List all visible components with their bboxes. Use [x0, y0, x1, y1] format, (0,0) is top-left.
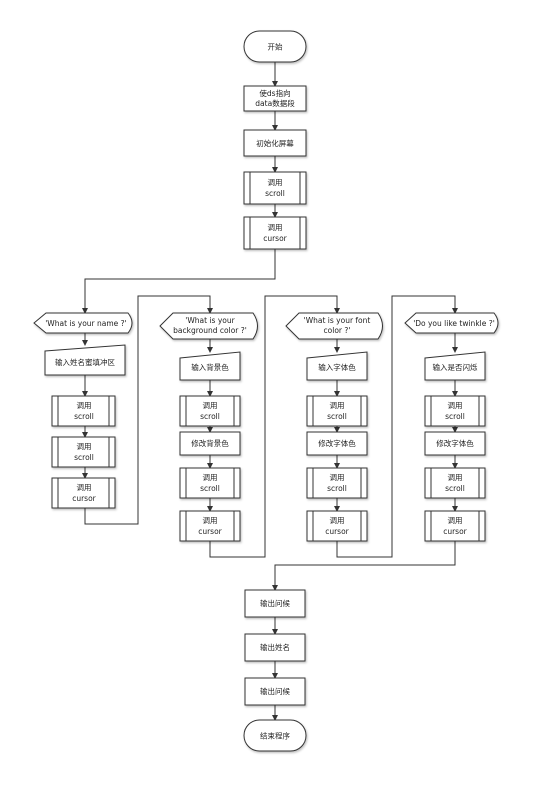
init-scroll-line1: 调用 — [268, 178, 283, 187]
edge-branch2-to-branch3 — [209, 295, 340, 558]
output-greeting2-label: 输出问候 — [260, 686, 290, 696]
output-greeting2-process: 输出问候 — [244, 677, 306, 706]
branch1-cursor-line2: cursor — [72, 494, 96, 503]
branch2-cursor-line2: cursor — [198, 527, 222, 536]
branch3-cursor-line1: 调用 — [330, 516, 345, 525]
edge-branch3-to-branch4 — [336, 295, 458, 558]
branch1-call-cursor-subroutine: 调用 cursor — [51, 477, 116, 509]
branch4-call-scroll-subroutine: 调用 scroll — [424, 395, 486, 427]
branch1-cursor-line1: 调用 — [77, 483, 92, 492]
branch3-input-manual: 输入字体色 — [306, 351, 368, 381]
branch4-cursor-line2: cursor — [443, 527, 467, 536]
branch3-modify-process: 修改字体色 — [306, 431, 368, 456]
branch2-cursor-line1: 调用 — [203, 516, 218, 525]
branch1-scroll2-line2: scroll — [74, 453, 94, 462]
ds-setup-line1: 使ds指向 — [259, 88, 290, 98]
branch2-prompt-display: 'What is your background color ?' — [159, 312, 258, 340]
branch2-scroll1-line1: 调用 — [203, 401, 218, 410]
branch1-input-manual: 输入姓名蜜填冲区 — [44, 344, 126, 376]
end-label: 结束程序 — [260, 731, 290, 741]
branch2-prompt-line2: background color ?' — [173, 326, 247, 335]
branch1-call-scroll2-subroutine: 调用 scroll — [51, 436, 116, 468]
branch4-call-cursor-subroutine: 调用 cursor — [424, 510, 486, 542]
init-call-cursor-subroutine: 调用 cursor — [243, 216, 307, 250]
branch4-prompt-display: 'Do you like twinkle ?' — [404, 312, 499, 334]
branch4-scroll1-line1: 调用 — [448, 401, 463, 410]
branch3-call-scroll-subroutine: 调用 scroll — [306, 395, 368, 427]
branch3-prompt-line2: color ?' — [324, 326, 351, 335]
start-label: 开始 — [268, 42, 283, 52]
connector-lines — [82, 62, 458, 721]
branch4-scroll2-line1: 调用 — [448, 473, 463, 482]
init-screen-label: 初始化屏幕 — [256, 138, 294, 148]
branch2-prompt-line1: 'What is your — [185, 316, 235, 325]
output-greeting-process: 输出问候 — [244, 589, 306, 618]
branch2-scroll2-line2: scroll — [200, 484, 220, 493]
branch2-call-scroll-subroutine: 调用 scroll — [179, 395, 241, 427]
branch2-scroll2-line1: 调用 — [203, 473, 218, 482]
branch3-call-scroll2-subroutine: 调用 scroll — [306, 467, 368, 499]
output-name-label: 输出姓名 — [260, 642, 290, 652]
branch3-scroll2-line1: 调用 — [330, 473, 345, 482]
branch1-call-scroll-subroutine: 调用 scroll — [51, 395, 116, 427]
output-greeting-label: 输出问候 — [260, 598, 290, 608]
branch4-prompt-text: 'Do you like twinkle ?' — [413, 319, 495, 328]
branch3-input-label: 输入字体色 — [318, 362, 356, 372]
branch1-scroll1-line2: scroll — [74, 412, 94, 421]
branch3-modify-label: 修改字体色 — [318, 438, 356, 448]
edge-branch1-to-branch2 — [84, 295, 213, 525]
end-terminator: 结束程序 — [243, 719, 307, 752]
branch2-input-manual: 输入背景色 — [179, 351, 241, 381]
branch4-cursor-line1: 调用 — [448, 516, 463, 525]
branch4-scroll1-line2: scroll — [445, 412, 465, 421]
branch4-modify-label: 修改字体色 — [436, 438, 474, 448]
ds-setup-line2: data数据段 — [255, 98, 295, 108]
ds-setup-process: 使ds指向 data数据段 — [243, 85, 307, 112]
branch3-scroll2-line2: scroll — [327, 484, 347, 493]
branch1-scroll1-line1: 调用 — [77, 401, 92, 410]
start-terminator: 开始 — [243, 30, 307, 63]
edge-cursor-to-branch1 — [82, 249, 276, 314]
branch1-scroll2-line1: 调用 — [77, 442, 92, 451]
branch1-prompt-text: 'What is your name ?' — [45, 319, 126, 328]
branch4-modify-process: 修改字体色 — [424, 431, 486, 456]
output-name-process: 输出姓名 — [244, 633, 306, 662]
branch2-scroll1-line2: scroll — [200, 412, 220, 421]
branch4-call-scroll2-subroutine: 调用 scroll — [424, 467, 486, 499]
branch2-modify-label: 修改背景色 — [191, 438, 229, 448]
init-cursor-line2: cursor — [263, 234, 287, 243]
init-call-scroll-subroutine: 调用 scroll — [243, 171, 307, 205]
branch3-call-cursor-subroutine: 调用 cursor — [306, 510, 368, 542]
branch1-input-label: 输入姓名蜜填冲区 — [55, 357, 115, 367]
init-scroll-line2: scroll — [265, 189, 285, 198]
branch3-cursor-line2: cursor — [325, 527, 349, 536]
branch3-scroll1-line1: 调用 — [330, 401, 345, 410]
branch2-modify-process: 修改背景色 — [179, 431, 241, 456]
branch3-scroll1-line2: scroll — [327, 412, 347, 421]
branch4-input-label: 输入是否闪烁 — [433, 362, 478, 372]
branch2-call-cursor-subroutine: 调用 cursor — [179, 510, 241, 542]
branch3-prompt-display: 'What is your font color ?' — [285, 312, 383, 340]
init-screen-process: 初始化屏幕 — [243, 129, 307, 157]
branch4-input-manual: 输入是否闪烁 — [424, 351, 486, 381]
branch2-call-scroll2-subroutine: 调用 scroll — [179, 467, 241, 499]
branch4-scroll2-line2: scroll — [445, 484, 465, 493]
branch1-prompt-display: 'What is your name ?' — [33, 312, 133, 334]
branch2-input-label: 输入背景色 — [191, 362, 229, 372]
init-cursor-line1: 调用 — [268, 223, 283, 232]
edge-branch4-to-output — [272, 541, 456, 591]
branch3-prompt-line1: 'What is your font — [304, 316, 371, 325]
